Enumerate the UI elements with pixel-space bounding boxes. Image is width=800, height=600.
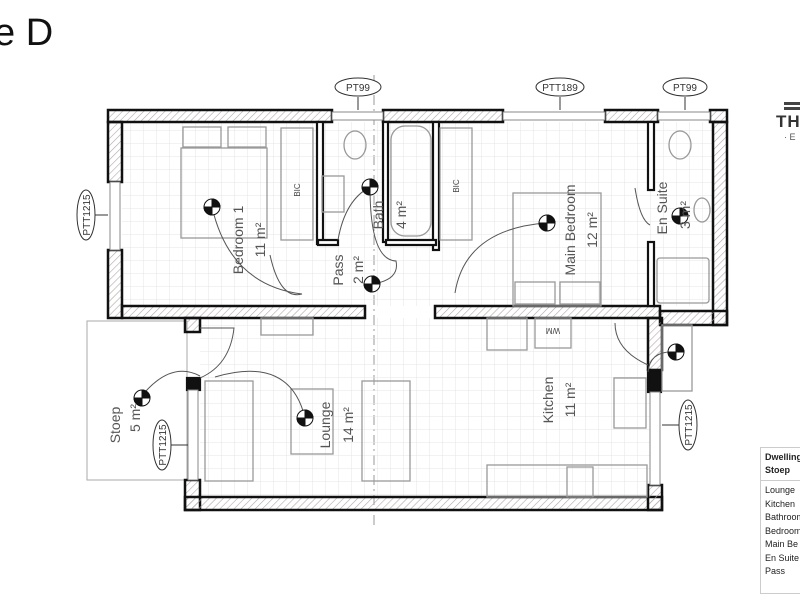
bed-1 <box>180 147 268 239</box>
fridge <box>486 317 528 351</box>
bic-cupboard-2 <box>439 127 473 241</box>
room-area-lounge: 14 m² <box>340 407 356 443</box>
interior-walls <box>185 120 663 394</box>
legend-row: En Suite <box>765 552 800 563</box>
entry-cabinet <box>260 317 314 336</box>
legend-row: Kitchen <box>765 498 796 509</box>
stoep-outline <box>86 320 188 481</box>
toilet-1 <box>343 130 367 160</box>
window-tag-ptt1215-2: PTT1215 <box>158 424 169 466</box>
window-tag-pt99-1: PT99 <box>346 83 370 94</box>
toilet-2 <box>668 130 692 160</box>
room-name-en-suite: En Suite <box>654 181 670 234</box>
light-fittings <box>133 178 689 427</box>
room-name-bath: Bath <box>370 201 386 230</box>
bic-label-2: BIC <box>452 179 461 193</box>
window-tag-ptt1215-3: PTT1215 <box>684 404 695 446</box>
legend-header-dwelling: Dwelling <box>765 452 800 462</box>
room-area-pass: 2 m² <box>350 256 366 284</box>
window-tag-ptt189: PTT189 <box>542 83 578 94</box>
bathtub <box>390 125 432 237</box>
legend-row: Bedroom <box>765 525 800 536</box>
logo-subtext: · E <box>784 132 796 142</box>
room-name-lounge: Lounge <box>317 401 333 448</box>
room-name-stoep: Stoep <box>107 406 123 443</box>
legend-row: Main Be <box>765 539 799 549</box>
window-tags <box>76 77 708 471</box>
bic-cupboard-1 <box>280 127 314 241</box>
room-name-pass: Pass <box>330 254 346 285</box>
wm-label: WM <box>546 326 561 335</box>
plan-title: e D <box>0 12 54 54</box>
basin-1 <box>321 175 345 213</box>
sofa-left <box>204 380 254 482</box>
floor-tiles <box>122 122 714 498</box>
washing-machine <box>534 317 572 349</box>
bic-label-1: BIC <box>293 183 302 197</box>
basin-2 <box>693 197 711 223</box>
coffee-table <box>290 388 334 455</box>
area-schedule-table: Dwelling Stoep Lounge Kitchen Bathroom B… <box>760 447 800 594</box>
room-name-bedroom-1: Bedroom 1 <box>230 206 246 275</box>
room-area-bedroom-1: 11 m² <box>252 222 268 257</box>
legend-header-stoep: Stoep <box>765 465 791 475</box>
walls <box>106 108 729 512</box>
room-name-main-bedroom: Main Bedroom <box>562 184 578 275</box>
windows <box>109 111 711 486</box>
sofa-right <box>361 380 411 482</box>
door-swings <box>139 186 677 419</box>
legend-row: Lounge <box>765 485 796 495</box>
room-name-kitchen: Kitchen <box>540 377 556 424</box>
company-logo: TH · E <box>776 100 800 142</box>
logo-text: TH <box>776 112 800 131</box>
room-area-bath: 4 m² <box>393 201 409 229</box>
furniture <box>180 125 711 498</box>
shower <box>656 257 710 304</box>
legend-row: Pass <box>765 566 786 576</box>
room-area-main-bedroom: 12 m² <box>584 212 600 248</box>
window-tag-pt99-2: PT99 <box>673 83 697 94</box>
main-bed <box>512 192 602 307</box>
stoep-side-box <box>661 324 693 392</box>
room-area-stoep: 5 m² <box>127 404 143 432</box>
room-area-kitchen: 11 m² <box>562 382 578 417</box>
sink <box>613 377 647 429</box>
room-area-en-suite: 3 m² <box>677 201 693 229</box>
window-tag-ptt1215-1: PTT1215 <box>82 194 93 236</box>
legend-row: Bathroom <box>765 512 800 522</box>
stove <box>566 466 594 498</box>
